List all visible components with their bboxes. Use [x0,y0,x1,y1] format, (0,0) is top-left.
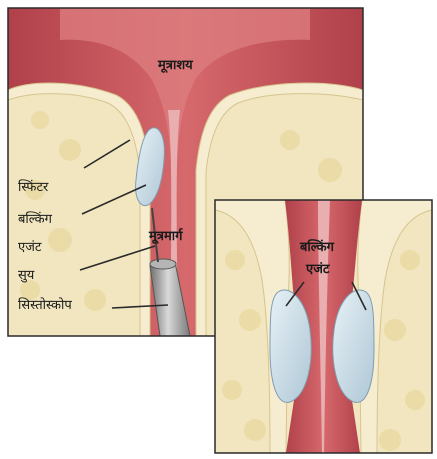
label-inset-bulking-line2: एजंट [306,262,329,278]
label-bulking-agent-line2: एजंट [18,240,41,256]
label-bladder: मूत्राशय [158,58,193,74]
label-urethra: मूत्रमार्ग [149,229,182,245]
label-bulking-agent-line1: बल्किंग [18,212,52,228]
label-sphincter: स्फिंटर [18,180,48,196]
label-needle: सुय [18,268,34,284]
inset-panel [215,200,432,453]
label-cystoscope: सिस्तोस्कोप [18,298,72,314]
label-inset-bulking-line1: बल्किंग [300,240,334,256]
